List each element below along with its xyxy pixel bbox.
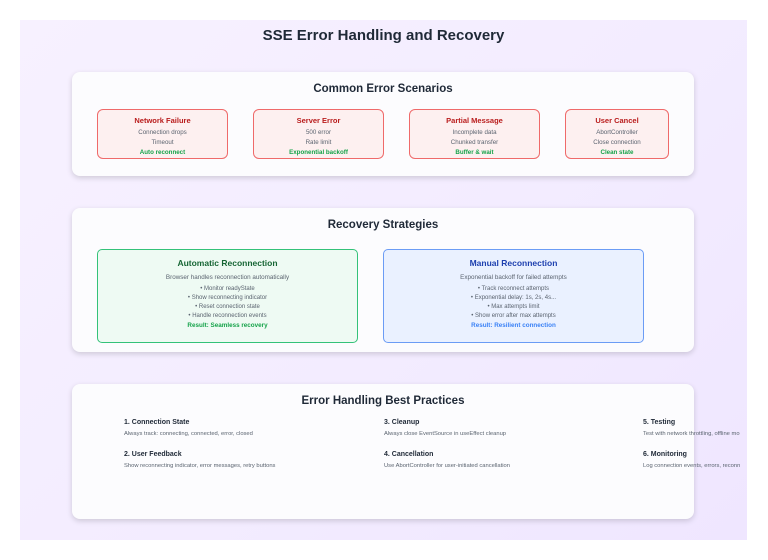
practice-testing: 5. Testing Test with network throttling,… bbox=[643, 419, 740, 437]
diagram-title: SSE Error Handling and Recovery bbox=[262, 27, 505, 44]
scenario-card-line: Chunked transfer bbox=[450, 139, 499, 146]
practice-title: 6. Monitoring bbox=[643, 451, 687, 458]
practice-cancellation: 4. Cancellation Use AbortController for … bbox=[384, 451, 510, 469]
strategy-bullet: • Exponential delay: 1s, 2s, 4s... bbox=[470, 295, 557, 301]
scenario-card-result: Exponential backoff bbox=[289, 149, 348, 156]
scenario-card-result: Auto reconnect bbox=[139, 149, 186, 156]
practice-title: 4. Cancellation bbox=[384, 451, 434, 458]
practice-cleanup: 3. Cleanup Always close EventSource in u… bbox=[384, 419, 506, 437]
scenario-card-title: User Cancel bbox=[595, 116, 639, 125]
strategy-description: Browser handles reconnection automatical… bbox=[165, 274, 290, 281]
practice-description: Log connection events, errors, reconn bbox=[643, 463, 741, 469]
practice-title: 3. Cleanup bbox=[384, 419, 420, 426]
strategy-bullet: • Monitor readyState bbox=[200, 286, 255, 292]
strategy-result: Result: Resilient connection bbox=[471, 322, 556, 329]
scenario-card-title: Network Failure bbox=[134, 116, 191, 125]
scenario-card-line: Connection drops bbox=[138, 129, 187, 136]
strategy-bullet: • Track reconnect attempts bbox=[477, 286, 550, 292]
scenario-card-line: Incomplete data bbox=[452, 129, 497, 136]
scenario-card-server-error: Server Error 500 error Rate limit Expone… bbox=[253, 109, 384, 159]
error-scenarios-title: Common Error Scenarios bbox=[313, 83, 453, 95]
strategy-description: Exponential backoff for failed attempts bbox=[460, 274, 567, 281]
scenario-card-partial-message: Partial Message Incomplete data Chunked … bbox=[409, 109, 540, 159]
strategy-title: Automatic Reconnection bbox=[177, 258, 278, 268]
strategy-bullet: • Show error after max attempts bbox=[471, 313, 556, 319]
scenario-card-network-failure: Network Failure Connection drops Timeout… bbox=[97, 109, 228, 159]
practice-description: Show reconnecting indicator, error messa… bbox=[124, 463, 276, 469]
strategy-bullet: • Reset connection state bbox=[195, 304, 260, 310]
scenario-card-line: Close connection bbox=[593, 139, 641, 146]
practice-description: Always close EventSource in useEffect cl… bbox=[384, 431, 507, 437]
scenario-card-result: Clean state bbox=[600, 149, 634, 156]
scenario-card-result: Buffer & wait bbox=[455, 149, 494, 156]
scenario-card-line: AbortController bbox=[596, 129, 638, 136]
error-scenarios-panel: Common Error Scenarios Network Failure C… bbox=[72, 72, 694, 176]
practice-user-feedback: 2. User Feedback Show reconnecting indic… bbox=[124, 451, 275, 469]
strategy-title: Manual Reconnection bbox=[469, 258, 558, 268]
scenario-card-line: Rate limit bbox=[305, 139, 332, 146]
practice-description: Always track: connecting, connected, err… bbox=[124, 431, 253, 437]
practice-title: 1. Connection State bbox=[124, 419, 190, 426]
practice-monitoring: 6. Monitoring Log connection events, err… bbox=[643, 451, 740, 469]
manual-reconnection-box: Manual Reconnection Exponential backoff … bbox=[383, 249, 644, 343]
practice-description: Test with network throttling, offline mo bbox=[643, 431, 740, 437]
recovery-strategies-panel: Recovery Strategies Automatic Reconnecti… bbox=[72, 208, 694, 352]
scenario-card-line: Timeout bbox=[151, 139, 174, 146]
best-practices-panel: Error Handling Best Practices 1. Connect… bbox=[72, 384, 740, 519]
diagram-canvas: SSE Error Handling and Recovery Common E… bbox=[20, 20, 747, 540]
strategy-bullet: • Max attempts limit bbox=[487, 304, 540, 310]
automatic-reconnection-box: Automatic Reconnection Browser handles r… bbox=[97, 249, 358, 343]
strategy-bullet: • Show reconnecting indicator bbox=[187, 295, 268, 301]
best-practices-title: Error Handling Best Practices bbox=[301, 395, 465, 407]
scenario-card-line: 500 error bbox=[305, 129, 332, 136]
practice-description: Use AbortController for user-initiated c… bbox=[384, 463, 510, 469]
scenario-card-title: Partial Message bbox=[446, 116, 503, 125]
scenario-card-title: Server Error bbox=[296, 116, 341, 125]
practice-title: 2. User Feedback bbox=[124, 451, 182, 458]
practice-title: 5. Testing bbox=[643, 419, 676, 426]
scenario-card-user-cancel: User Cancel AbortController Close connec… bbox=[565, 109, 669, 159]
practice-connection-state: 1. Connection State Always track: connec… bbox=[124, 419, 253, 437]
recovery-strategies-title: Recovery Strategies bbox=[327, 219, 439, 231]
strategy-bullet: • Handle reconnection events bbox=[188, 313, 267, 319]
strategy-result: Result: Seamless recovery bbox=[187, 322, 268, 329]
